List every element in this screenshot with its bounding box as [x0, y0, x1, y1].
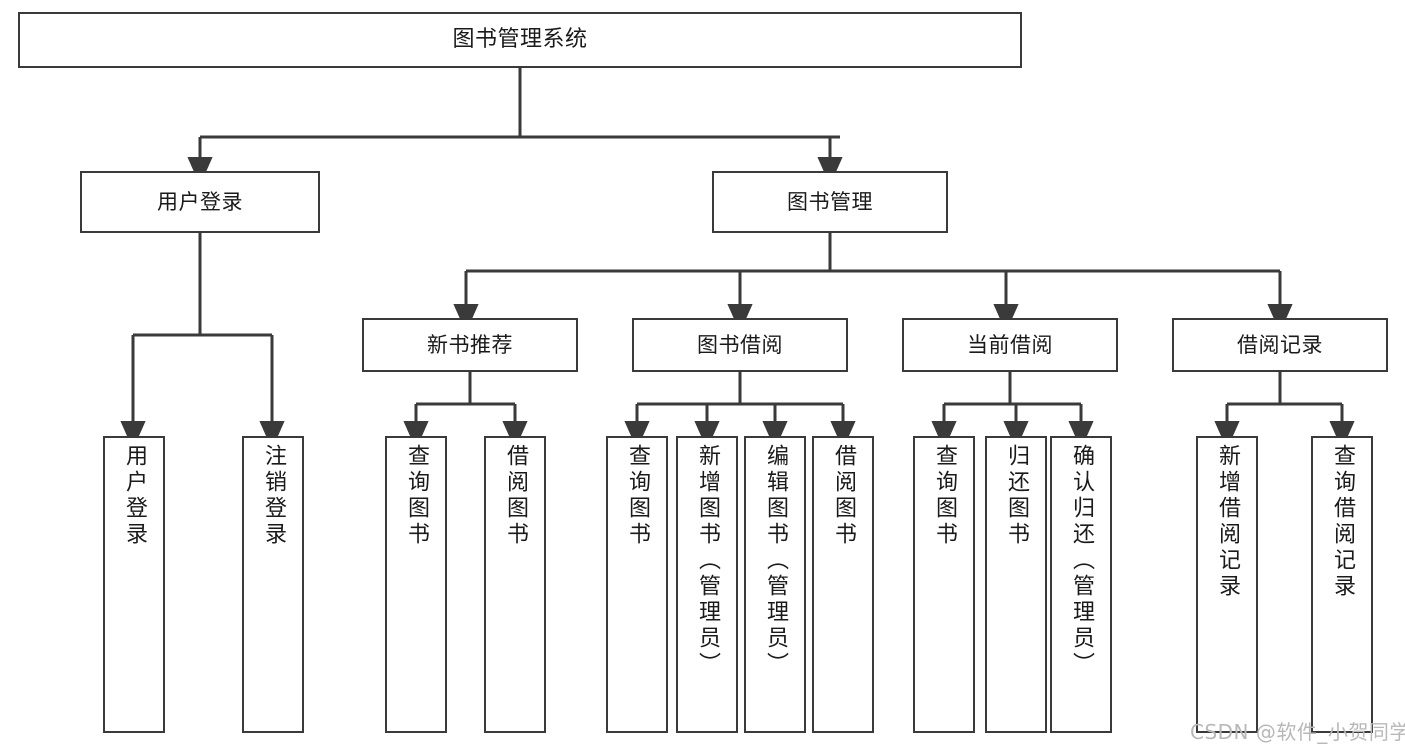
node-leaf-return-book[interactable]: 归还图书	[985, 436, 1047, 733]
node-label: 当前借阅	[967, 332, 1053, 357]
node-label: 归还图书	[1004, 444, 1029, 548]
node-leaf-borrow-book-1[interactable]: 借阅图书	[484, 436, 546, 733]
node-book-manage[interactable]: 图书管理	[712, 171, 948, 233]
node-label: 图书管理系统	[452, 27, 588, 53]
node-leaf-confirm-return[interactable]: 确认归还（管理员）	[1050, 436, 1112, 733]
node-leaf-query-book-1[interactable]: 查询图书	[385, 436, 447, 733]
node-label: 新增借阅记录	[1215, 444, 1240, 600]
node-label: 借阅记录	[1237, 332, 1323, 357]
node-user-login[interactable]: 用户登录	[80, 171, 320, 233]
node-label: 新书推荐	[427, 332, 513, 357]
node-leaf-logout[interactable]: 注销登录	[242, 436, 304, 733]
node-leaf-borrow-book-2[interactable]: 借阅图书	[812, 436, 874, 733]
node-label: 借阅图书	[503, 444, 528, 548]
node-label: 查询图书	[404, 444, 429, 548]
node-leaf-edit-book[interactable]: 编辑图书（管理员）	[744, 436, 806, 733]
node-root-system[interactable]: 图书管理系统	[18, 12, 1022, 68]
node-current-borrow[interactable]: 当前借阅	[902, 318, 1118, 372]
node-leaf-add-book[interactable]: 新增图书（管理员）	[676, 436, 738, 733]
node-label: 确认归还（管理员）	[1069, 444, 1094, 678]
node-label: 查询图书	[625, 444, 650, 548]
node-label: 注销登录	[261, 444, 286, 548]
node-label: 查询图书	[932, 444, 957, 548]
node-label: 用户登录	[157, 189, 243, 214]
node-leaf-query-book-2[interactable]: 查询图书	[606, 436, 668, 733]
node-leaf-add-record[interactable]: 新增借阅记录	[1196, 436, 1258, 733]
node-new-book-recommend[interactable]: 新书推荐	[362, 318, 578, 372]
node-label: 借阅图书	[831, 444, 856, 548]
node-borrow-record[interactable]: 借阅记录	[1172, 318, 1388, 372]
node-label: 图书借阅	[697, 332, 783, 357]
node-label: 图书管理	[787, 189, 873, 214]
node-label: 新增图书（管理员）	[695, 444, 720, 678]
node-leaf-query-book-3[interactable]: 查询图书	[913, 436, 975, 733]
node-leaf-query-record[interactable]: 查询借阅记录	[1311, 436, 1373, 733]
node-book-borrow[interactable]: 图书借阅	[632, 318, 848, 372]
node-label: 查询借阅记录	[1330, 444, 1355, 600]
node-label: 编辑图书（管理员）	[763, 444, 788, 678]
node-leaf-user-login[interactable]: 用户登录	[103, 436, 165, 733]
node-label: 用户登录	[122, 444, 147, 548]
